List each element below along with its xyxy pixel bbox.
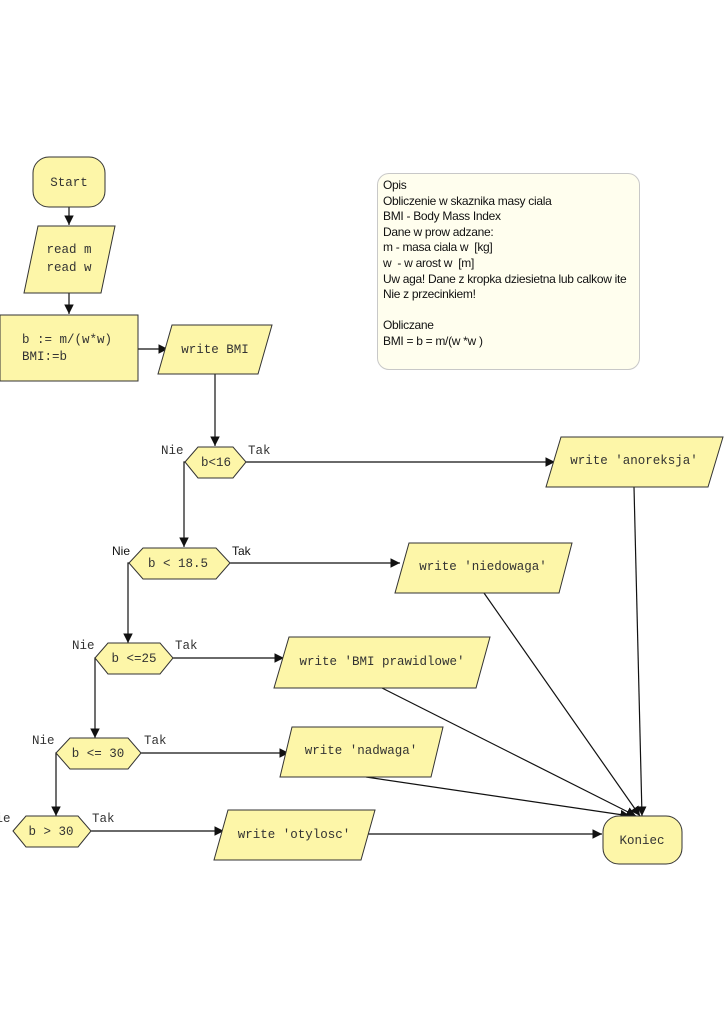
start-label: Start [50, 176, 88, 190]
arrow-d3-no [90, 657, 100, 738]
arrow-w1-end [633, 486, 647, 817]
decision-b16: b<16 [184, 446, 247, 479]
label-yes-4: Tak [144, 734, 167, 748]
branch-labels: Nie Tak Nie Tak Nie Tak Nie Tak Nie Tak [0, 444, 271, 826]
read-label-2: read w [46, 261, 92, 275]
read-node: read m read w [23, 225, 116, 294]
write-prawidlowe-node: write 'BMI prawidlowe' [273, 636, 491, 689]
write-bmi-node: write BMI [157, 324, 273, 375]
write-nadwaga-label: write 'nadwaga' [305, 744, 418, 758]
decision-b25-label: b <=25 [111, 652, 156, 666]
start-node: Start [32, 156, 106, 208]
write-niedowaga-label: write 'niedowaga' [419, 560, 547, 574]
label-yes-5: Tak [92, 812, 115, 826]
write-nadwaga-node: write 'nadwaga' [279, 726, 444, 778]
note-line: Nie z przecinkiem! [383, 287, 476, 302]
decision-b25: b <=25 [94, 642, 174, 675]
label-no-4: Nie [32, 734, 55, 748]
label-yes-3: Tak [175, 639, 198, 653]
arrow-d1-no [179, 461, 189, 547]
note-line: Obliczane [383, 318, 434, 333]
end-node: Koniec [602, 815, 683, 865]
write-niedowaga-node: write 'niedowaga' [394, 542, 573, 594]
label-yes-1: Tak [248, 444, 271, 458]
note-line: Dane w prow adzane: [383, 224, 494, 239]
write-otylosc-node: write 'otylosc' [213, 809, 376, 861]
note-line: Uw aga! Dane z kropka dziesietna lub cal… [383, 271, 627, 286]
note-line: BMI = b = m/(w *w ) [383, 333, 483, 348]
arrow-d4-no [51, 752, 61, 816]
write-otylosc-label: write 'otylosc' [238, 828, 351, 842]
decision-bgt30-label: b > 30 [28, 825, 73, 839]
compute-label-2: BMI:=b [22, 350, 67, 364]
arrow-d2-no [123, 562, 133, 643]
decision-b30: b <= 30 [55, 737, 142, 770]
write-prawidlowe-label: write 'BMI prawidlowe' [299, 655, 464, 669]
description-note: Opis Obliczenie w skaznika masy ciala BM… [377, 173, 640, 370]
note-line: m - masa ciala w [kg] [383, 240, 493, 255]
compute-label-1: b := m/(w*w) [22, 333, 112, 347]
note-line: Obliczenie w skaznika masy ciala [383, 193, 552, 208]
arrow-w4-end [365, 776, 631, 820]
write-bmi-label: write BMI [181, 343, 249, 357]
compute-node: b := m/(w*w) BMI:=b [0, 314, 139, 382]
write-anoreksja-label: write 'anoreksja' [570, 454, 698, 468]
decision-b185-label: b < 18.5 [148, 557, 208, 571]
decision-bgt30: b > 30 [12, 815, 92, 848]
arrow-w2-end [483, 592, 641, 817]
arrow-w3-end [381, 687, 637, 817]
label-no-2: Nie [112, 544, 130, 558]
write-anoreksja-node: write 'anoreksja' [545, 436, 724, 488]
decision-b185: b < 18.5 [128, 547, 231, 580]
note-line: w - w arost w [m] [383, 255, 474, 270]
label-yes-2: Tak [232, 544, 252, 558]
decision-b30-label: b <= 30 [72, 747, 125, 761]
label-no-3: Nie [72, 639, 95, 653]
label-no-5: Nie [0, 812, 11, 826]
note-line [383, 303, 634, 319]
decision-b16-label: b<16 [201, 456, 231, 470]
label-no-1: Nie [161, 444, 184, 458]
end-label: Koniec [619, 834, 664, 848]
read-label-1: read m [46, 243, 91, 257]
note-line: BMI - Body Mass Index [383, 209, 501, 224]
note-line: Opis [383, 178, 407, 192]
